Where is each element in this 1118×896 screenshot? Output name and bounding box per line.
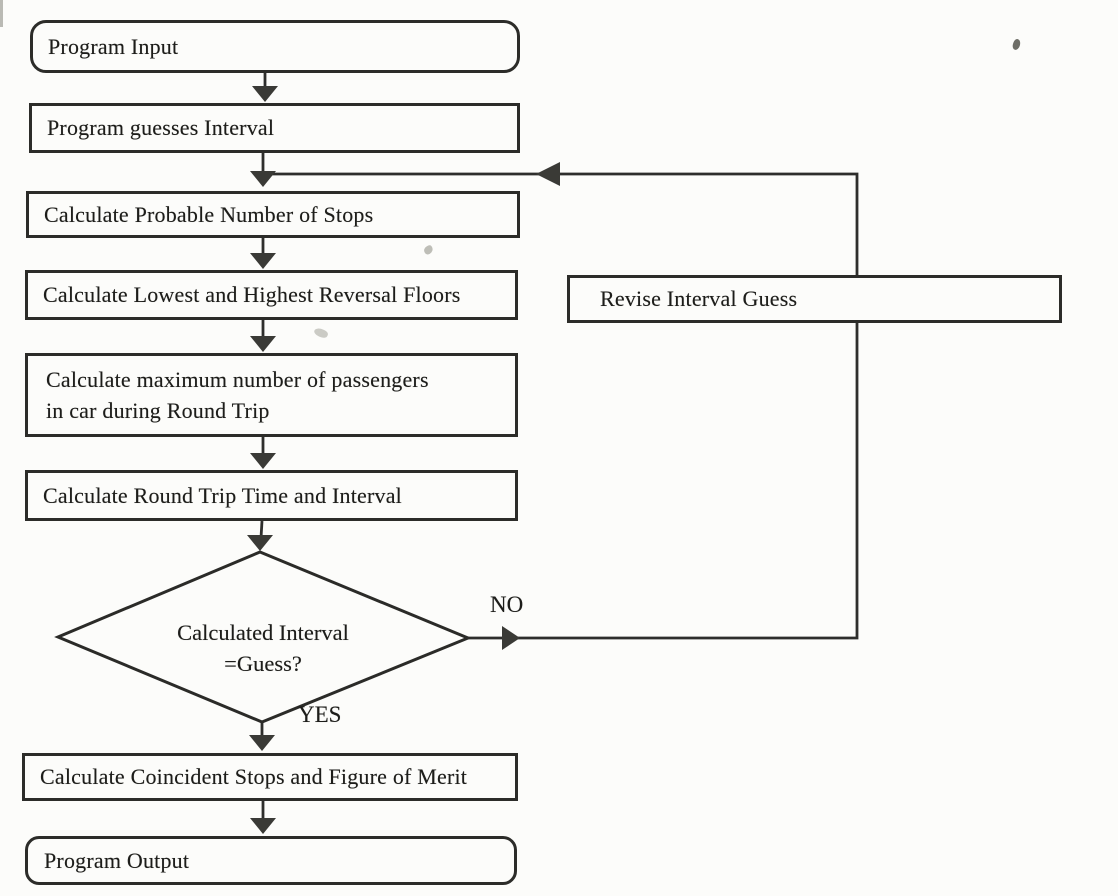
edge-label-no: NO [490,592,524,617]
node-program-output: Program Output [25,836,517,885]
arrowhead-into-output [250,818,276,834]
node-label: Calculate Coincident Stops and Figure of… [40,764,468,789]
edge-label-yes: YES [298,702,342,727]
node-calculate-probable-stops: Calculate Probable Number of Stops [26,191,520,238]
arrowhead-into-coincident [249,735,275,751]
arrowhead-into-decision [247,535,273,551]
arrowhead-feedback-left [536,162,560,186]
scan-artifact-edge-streak [0,0,3,27]
arrowhead-into-reversal [250,253,276,269]
node-label-line1: Calculate maximum number of passengers [46,367,429,392]
decision-diamond-shape [54,550,472,724]
node-calculate-coincident-stops: Calculate Coincident Stops and Figure of… [22,753,518,801]
arrowhead-into-guess [252,86,278,102]
decision-label-line1: Calculated Interval [177,620,349,645]
node-program-input: Program Input [30,20,520,73]
arrowhead-no-right [502,626,520,650]
node-program-guesses-interval: Program guesses Interval [29,103,520,153]
arrowhead-into-probable [250,171,276,187]
node-revise-interval-guess: Revise Interval Guess [567,275,1062,323]
node-calculate-round-trip: Calculate Round Trip Time and Interval [25,470,518,521]
decision-diamond-label: Calculated Interval =Guess? [93,617,433,679]
decision-label-line2: =Guess? [224,651,302,676]
node-label: Calculate Lowest and Highest Reversal Fl… [43,282,461,307]
node-label: Program guesses Interval [47,115,275,140]
node-label: Calculate Probable Number of Stops [44,201,374,227]
node-label: Revise Interval Guess [600,286,798,311]
node-calculate-reversal-floors: Calculate Lowest and Highest Reversal Fl… [25,270,518,320]
node-label: Program Output [44,847,190,873]
node-calculate-max-passengers: Calculate maximum number of passengers i… [25,353,518,437]
node-label: Program Input [48,33,179,59]
arrowhead-into-passengers [250,336,276,352]
node-label: Calculate Round Trip Time and Interval [43,482,402,508]
arrowhead-into-roundtrip [250,453,276,469]
node-label-line2: in car during Round Trip [46,398,270,423]
